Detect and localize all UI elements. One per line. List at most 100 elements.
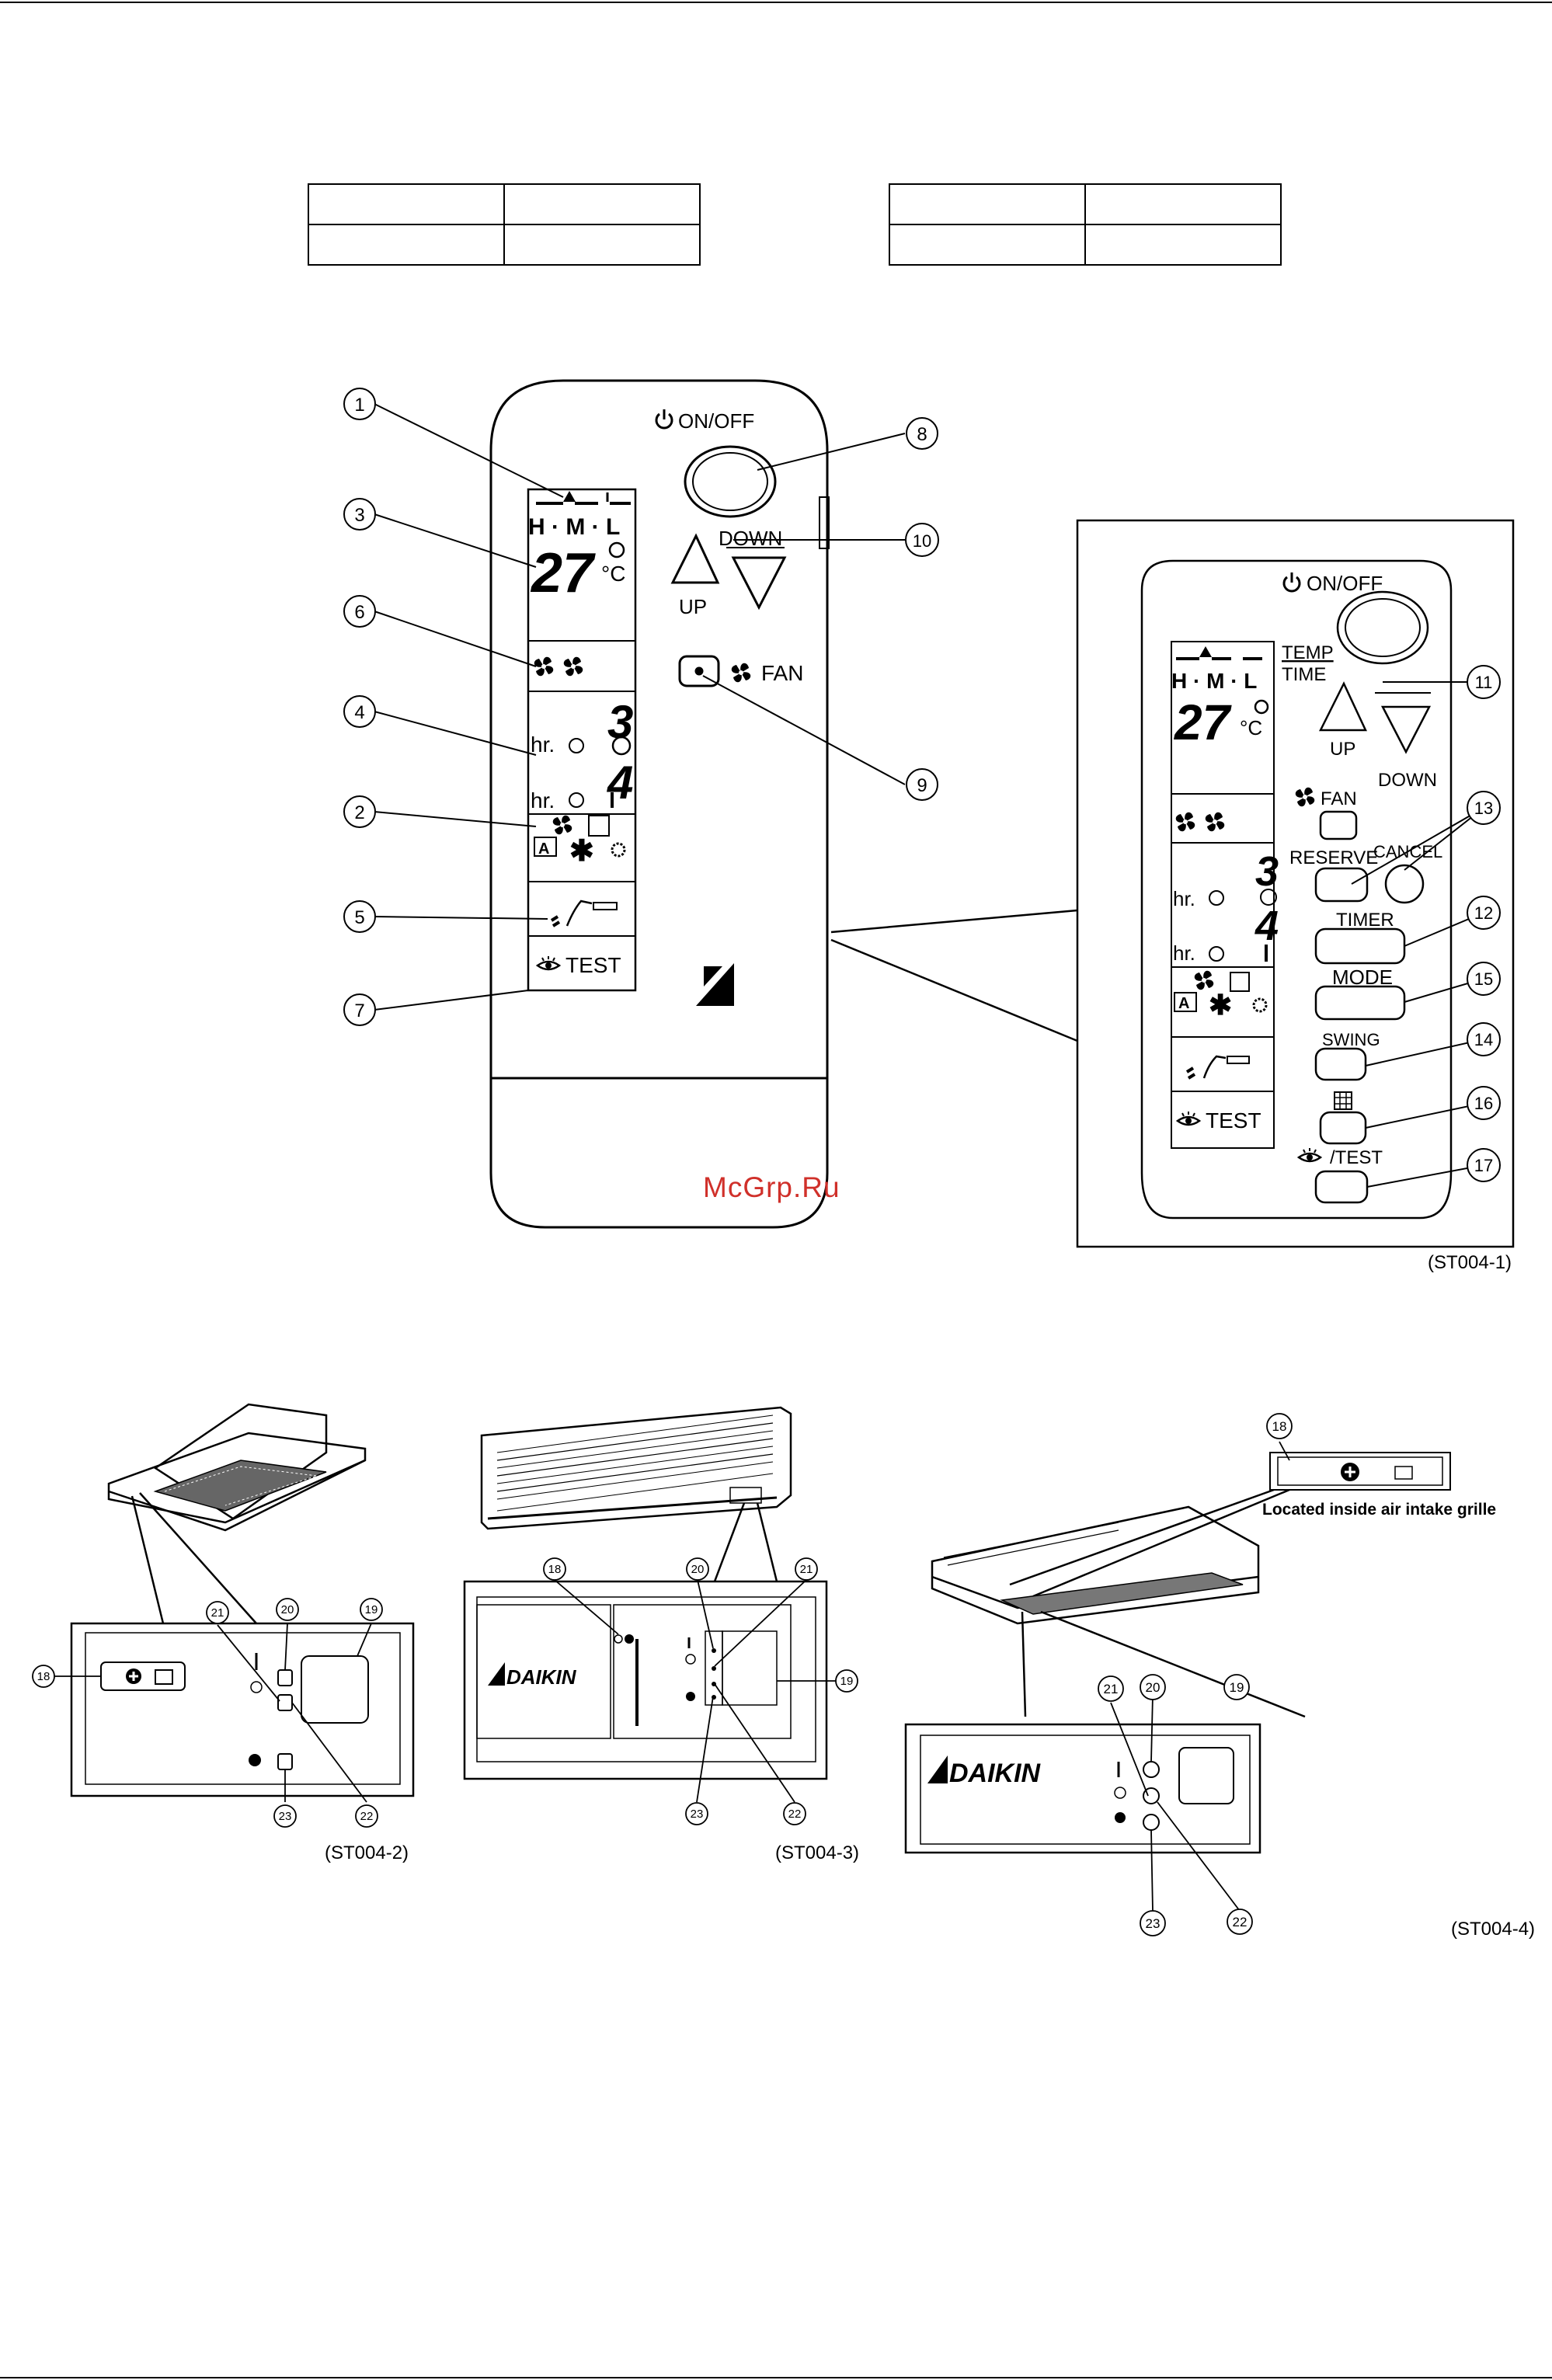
fan-label: FAN [761,661,803,685]
callout-19-ceiling: 19 [1230,1680,1244,1695]
zoom-on-off-label: ON/OFF [1307,572,1383,595]
temp-display: 27 [530,542,596,604]
callout-21-wall: 21 [800,1563,813,1576]
callout-numbers-zoom: 11 12 13 14 15 16 17 [1474,673,1493,1175]
table-cell [308,183,505,225]
callout-23-ceiling: 23 [1146,1916,1161,1931]
unit-wall [463,1406,828,1780]
zoom-timer-label: TIMER [1336,910,1394,931]
callout-20-ceiling: 20 [1146,1680,1161,1695]
callout-13: 13 [1474,799,1493,818]
zoom-hr-on: hr. [1173,887,1195,910]
zoom-temp-unit: °C [1240,716,1262,739]
callouts-cassette [32,1598,383,1828]
zoom-temp-display: 27 [1174,694,1233,750]
callout-14: 14 [1474,1030,1493,1049]
zoom-up-label: UP [1330,739,1355,760]
callout-3: 3 [354,505,364,526]
svg-text:A: A [1178,995,1189,1012]
cassette-details [126,1668,261,1766]
callout-5: 5 [354,907,364,928]
table-cell [1084,224,1282,266]
callout-21-ceiling: 21 [1104,1682,1119,1696]
zoom-swing-label: SWING [1322,1030,1380,1049]
wall-details: DAIKIN [488,1634,716,1701]
callout-17: 17 [1474,1156,1493,1175]
callout-18-wall: 18 [548,1563,562,1576]
zoom-hr-off: hr. [1173,941,1195,965]
zoom-reserve-label: RESERVE [1289,847,1378,868]
callout-9: 9 [917,775,927,796]
location-note: Located inside air intake grille [1262,1501,1496,1519]
timer-digit-on: 3 [607,696,633,748]
temp-unit: °C [601,562,625,586]
zoom-fan-speed-label: H · M · L [1171,669,1257,693]
zoom-down-label: DOWN [1378,770,1437,791]
zoom-text: ON/OFF TEMP TIME H · M · L 27 °C UP DOWN… [1171,571,1442,1168]
callout-7: 7 [354,1000,364,1021]
callout-numbers-ceiling: 18 19 20 21 22 23 [1104,1419,1287,1931]
zoom-fan-label: FAN [1321,788,1357,809]
top-rule [0,2,1552,3]
zoom-time-label: TIME [1282,664,1326,685]
ceiling-details: Located inside air intake grille DAIKIN [927,1463,1496,1823]
table-cell [889,224,1086,266]
table-cell [503,183,701,225]
callout-12: 12 [1474,903,1493,923]
callout-8: 8 [917,424,927,445]
remote-main [489,379,830,1229]
svg-text:✱: ✱ [1209,989,1232,1021]
on-off-label: ON/OFF [678,409,754,433]
zoom-timer-digit-off: 4 [1254,903,1279,949]
figure-ref-st004-3: (ST004-3) [775,1842,860,1863]
table-cell [889,183,1086,225]
callouts-wall [543,1557,858,1825]
down-label: DOWN [719,527,782,550]
zoom-temp-label: TEMP [1282,642,1334,663]
figure-ref-st004-1: (ST004-1) [1428,1252,1512,1273]
callout-6: 6 [354,602,364,623]
unit-cassette [70,1403,415,1797]
callout-1: 1 [354,395,364,416]
callout-10: 10 [913,531,931,551]
callouts-ceiling [1098,1413,1293,1936]
callout-18-ceiling: 18 [1272,1419,1287,1434]
callout-20-wall: 20 [691,1563,705,1576]
hr-label-on: hr. [531,732,555,757]
header-table-left [308,183,701,266]
callout-15: 15 [1474,969,1493,989]
brand-wall: DAIKIN [506,1665,577,1689]
callout-numbers-cassette: 18 19 20 21 22 23 [37,1603,378,1823]
unit-ceiling-suspended [904,1452,1451,1854]
svg-text:✱: ✱ [569,835,594,868]
callout-21: 21 [211,1606,224,1620]
callout-2: 2 [354,802,364,823]
zoom-box [830,519,1515,1248]
callouts-zoom [1351,665,1501,1188]
callout-4: 4 [354,702,364,723]
header-table-right [889,183,1282,266]
hr-label-off: hr. [531,788,555,812]
bottom-rule [0,2377,1552,2378]
fan-speed-label: H · M · L [528,514,620,540]
callout-22-ceiling: 22 [1233,1915,1248,1929]
callout-numbers-main: 1 2 3 4 5 6 7 8 9 10 [354,395,931,1021]
callouts-main [343,388,939,1026]
figure-ref-st004-4: (ST004-4) [1451,1919,1536,1940]
remote-main-text: ON/OFF H · M · L 27 °C DOWN UP FAN 3 hr.… [528,408,803,1006]
up-label: UP [679,595,707,618]
callout-23-wall: 23 [691,1808,704,1821]
callout-22-wall: 22 [788,1808,802,1821]
brand-ceiling: DAIKIN [949,1759,1042,1788]
callout-23: 23 [279,1810,292,1823]
test-label: TEST [565,953,621,977]
svg-text:A: A [538,840,549,858]
callout-18: 18 [37,1670,50,1683]
callout-11: 11 [1475,673,1493,692]
table-cell [308,224,505,266]
callout-19-wall: 19 [840,1675,854,1688]
figure-ref-st004-2: (ST004-2) [325,1842,409,1863]
table-cell [503,224,701,266]
callout-16: 16 [1474,1094,1493,1113]
